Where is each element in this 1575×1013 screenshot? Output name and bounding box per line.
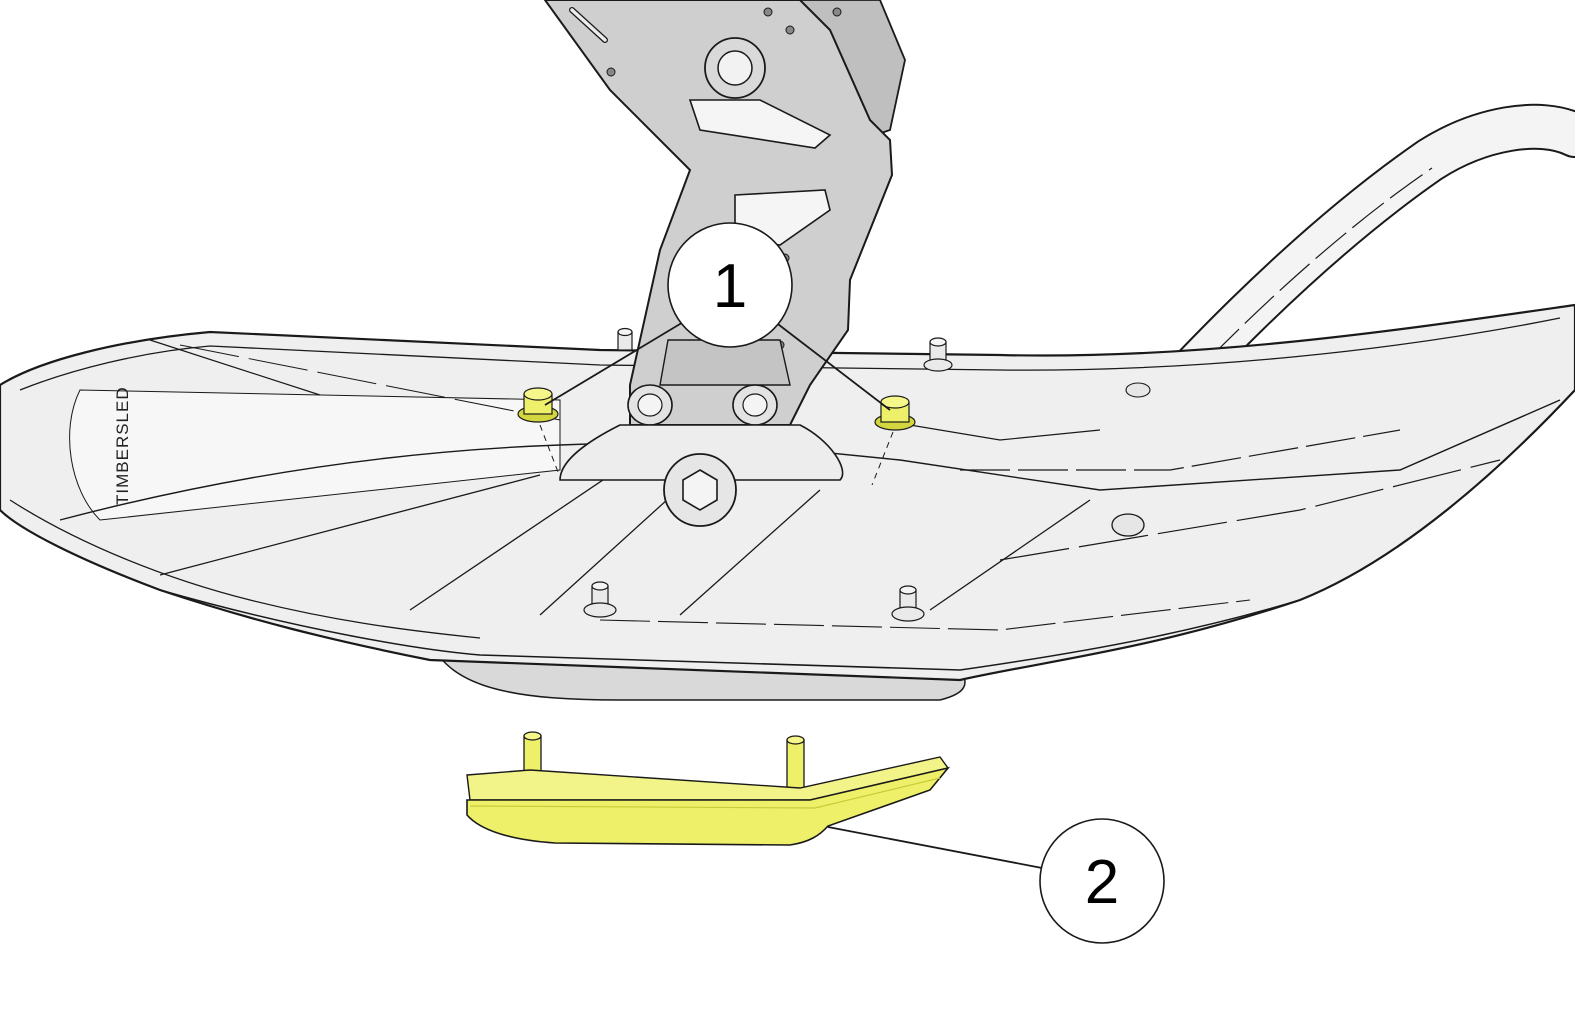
callout-1: 1 xyxy=(544,222,891,411)
stud-rear-left xyxy=(617,327,633,351)
stud-rear-right xyxy=(923,337,953,372)
bracket-bolt-right xyxy=(732,384,778,426)
callout-1-label: 1 xyxy=(713,252,747,321)
ski-logo: TIMBERSLED xyxy=(113,386,132,505)
bracket-bolt-left xyxy=(627,384,673,426)
flange-nut-left xyxy=(517,387,559,423)
spindle-bracket xyxy=(543,0,906,527)
callout-2: 2 xyxy=(827,818,1165,944)
stud-front-left xyxy=(583,581,617,618)
callout-2-label: 2 xyxy=(1085,848,1119,917)
ski-runner xyxy=(466,731,951,846)
ski-body: TIMBERSLED xyxy=(0,303,1575,701)
stud-front-right xyxy=(891,585,925,622)
flange-nut-right xyxy=(874,395,916,431)
spindle-hex-bolt xyxy=(663,453,737,527)
